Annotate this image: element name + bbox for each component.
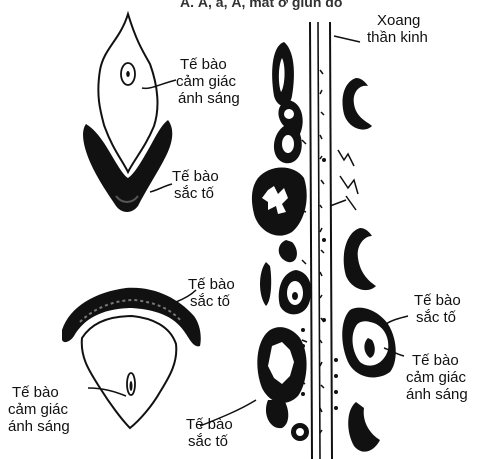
right-eye-cells <box>342 78 396 452</box>
label-line: ánh sáng <box>8 418 70 435</box>
label-line: sắc tố <box>186 433 233 450</box>
label-line: Tế bào <box>186 416 233 433</box>
label-line: Tế bào <box>406 352 468 369</box>
label-line: ánh sáng <box>176 90 240 107</box>
label-cam-giac-right: Tế bào cảm giác ánh sáng <box>406 352 468 403</box>
label-cam-giac-left: Tế bào cảm giác ánh sáng <box>8 384 70 435</box>
label-line: sắc tố <box>172 185 219 202</box>
label-line: Tế bào <box>8 384 70 401</box>
top-left-cell-group <box>83 14 172 212</box>
label-sac-to-top: Tế bào sắc tố <box>172 168 219 202</box>
label-sac-to-right: Tế bào sắc tố <box>414 292 461 326</box>
left-eye-cells <box>252 42 311 441</box>
label-line: Tế bào <box>188 276 235 293</box>
label-sac-to-bottom: Tế bào sắc tố <box>186 416 233 450</box>
label-line: Tế bào <box>172 168 219 185</box>
label-cam-giac-top: Tế bào cảm giác ánh sáng <box>176 56 240 107</box>
bottom-left-cell-group <box>62 288 201 428</box>
label-sac-to-mid: Tế bào sắc tố <box>188 276 235 310</box>
label-line: Tế bào <box>176 56 240 73</box>
label-line: cảm giác <box>8 401 70 418</box>
bottom-sensory-cell <box>82 316 177 428</box>
label-line: thần kinh <box>367 29 428 46</box>
label-line: sắc tố <box>188 293 235 310</box>
label-line: cảm giác <box>406 369 468 386</box>
label-xoang-than-kinh: Xoang thần kinh <box>367 12 428 46</box>
label-line: cảm giác <box>176 73 240 90</box>
label-line: Tế bào <box>414 292 461 309</box>
label-line: ánh sáng <box>406 386 468 403</box>
label-line: sắc tố <box>414 309 461 326</box>
label-line: Xoang <box>367 12 428 29</box>
